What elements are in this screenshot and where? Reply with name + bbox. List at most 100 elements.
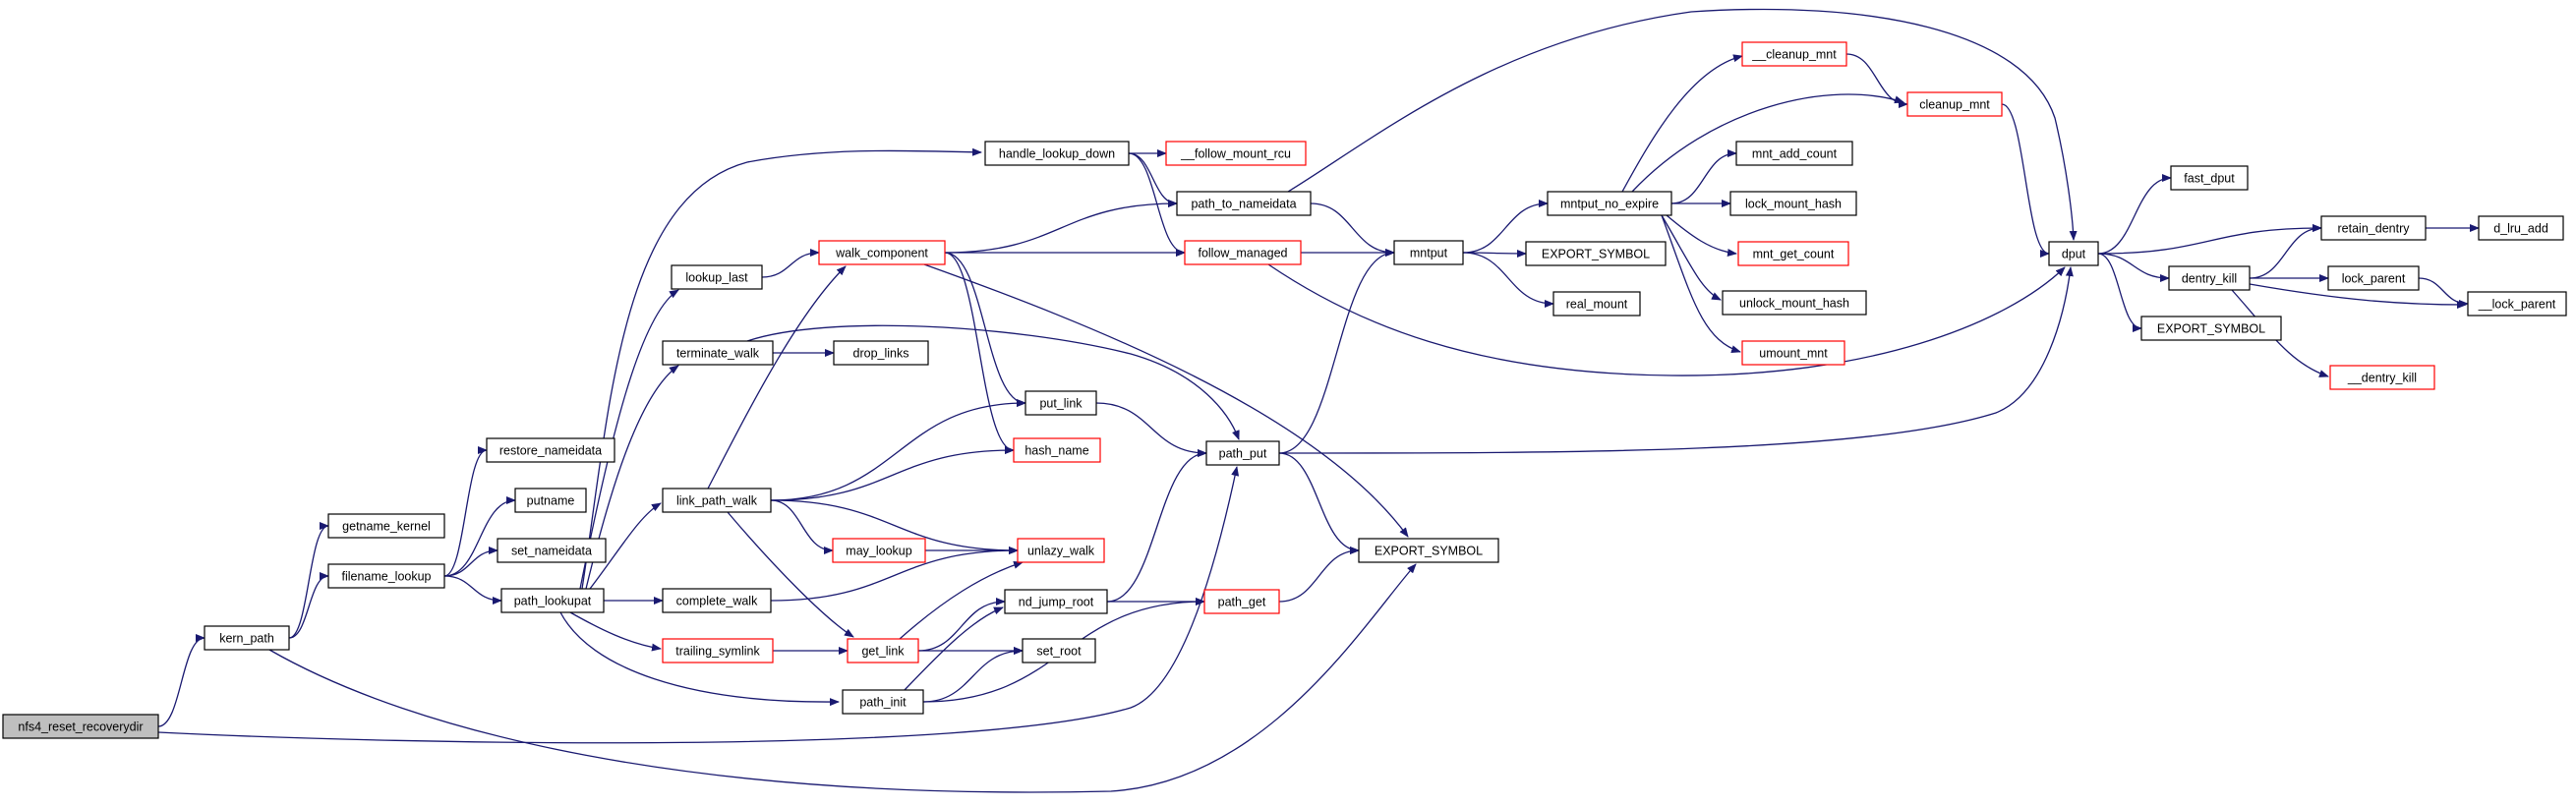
node-lock-parent-u[interactable]: __lock_parent (2467, 291, 2567, 317)
node-restore-nameidata[interactable]: restore_nameidata (486, 437, 615, 463)
node-handle-lookup-down[interactable]: handle_lookup_down (984, 141, 1130, 166)
edge-line (1278, 452, 1360, 554)
node-label: real_mount (1566, 298, 1628, 312)
node-label: EXPORT_SYMBOL (2157, 322, 2265, 336)
node-label: handle_lookup_down (999, 147, 1115, 161)
node-label: mntput (1410, 247, 1448, 260)
node-filename-lookup[interactable]: filename_lookup (327, 563, 445, 589)
edge-path_put-to-mntput (1278, 249, 1395, 454)
node-follow-managed[interactable]: follow_managed (1184, 240, 1302, 265)
node-nfs4-reset-recoverydir[interactable]: nfs4_reset_recoverydir (2, 714, 159, 739)
edge-line (2418, 277, 2469, 308)
node-label: __dentry_kill (2347, 372, 2417, 385)
node-box (327, 563, 445, 589)
node-mntput[interactable]: mntput (1393, 240, 1464, 265)
node-path-put[interactable]: path_put (1205, 440, 1280, 466)
edge-kern_path-to-export_symbol_a (268, 563, 1417, 793)
node-dentry-kill-u[interactable]: __dentry_kill (2329, 365, 2435, 390)
node-d-lru-add[interactable]: d_lru_add (2478, 215, 2564, 241)
node-may-lookup[interactable]: may_lookup (832, 538, 926, 563)
node-label: cleanup_mnt (1919, 98, 1990, 112)
node-retain-dentry[interactable]: retain_dentry (2320, 215, 2427, 241)
node-kern-path[interactable]: kern_path (204, 625, 290, 651)
edge-line (2097, 253, 2170, 282)
edge-path_init-to-set_root (922, 647, 1024, 703)
node-walk-component[interactable]: walk_component (818, 240, 946, 265)
edge-line (707, 265, 847, 490)
node-export-symbol-b[interactable]: EXPORT_SYMBOL (1525, 241, 1667, 266)
node-link-path-walk[interactable]: link_path_walk (662, 488, 772, 513)
node-putname[interactable]: putname (514, 488, 587, 513)
node-lock-mount-hash[interactable]: lock_mount_hash (1729, 191, 1857, 216)
node-box (1165, 141, 1307, 166)
node-box (1741, 41, 1847, 67)
node-set-nameidata[interactable]: set_nameidata (497, 538, 607, 563)
node-label: filename_lookup (341, 570, 431, 584)
edge-path_get-to-export_symbol_a (1278, 547, 1360, 603)
edge-line (579, 289, 679, 590)
node-label: path_init (859, 696, 907, 710)
node-put-link[interactable]: put_link (1025, 390, 1097, 416)
node-label: nfs4_reset_recoverydir (18, 721, 143, 734)
node-mntput-no-expire[interactable]: mntput_no_expire (1547, 191, 1672, 216)
node-dput[interactable]: dput (2048, 241, 2099, 266)
edge-complete_walk-to-unlazy_walk (770, 547, 1019, 602)
node-path-lookupat[interactable]: path_lookupat (500, 588, 605, 613)
node-dentry-kill[interactable]: dentry_kill (2168, 265, 2251, 291)
node-path-init[interactable]: path_init (842, 689, 924, 715)
node-box (662, 340, 774, 366)
node-mnt-add-count[interactable]: mnt_add_count (1735, 141, 1853, 166)
edge-mntput-to-mntput_no_expire (1462, 200, 1549, 254)
edge-kern_path-to-filename_lookup (288, 572, 329, 639)
node-label: hash_name (1025, 444, 1088, 458)
nodes-layer: nfs4_reset_recoverydir kern_path getname_k… (2, 41, 2567, 739)
edge-line (1310, 202, 1395, 257)
node-follow-mount-rcu[interactable]: __follow_mount_rcu (1165, 141, 1307, 166)
node-box (1552, 291, 1641, 317)
node-nd-jump-root[interactable]: nd_jump_root (1004, 589, 1108, 614)
node-path-get[interactable]: path_get (1203, 589, 1280, 614)
edge-line (1278, 266, 2074, 454)
node-unlock-mount-hash[interactable]: unlock_mount_hash (1722, 290, 1867, 316)
node-label: link_path_walk (676, 494, 758, 508)
edge-line (443, 496, 516, 577)
node-box (662, 488, 772, 513)
node-lock-parent[interactable]: lock_parent (2327, 265, 2420, 291)
node-box (2048, 241, 2099, 266)
node-export-symbol-c[interactable]: EXPORT_SYMBOL (2140, 316, 2282, 341)
node-getname-kernel[interactable]: getname_kernel (327, 513, 445, 539)
edge-link_path_walk-to-get_link (727, 511, 854, 638)
node-label: nd_jump_root (1019, 596, 1094, 609)
node-box (984, 141, 1130, 166)
node-label: fast_dput (2184, 172, 2235, 186)
node-hash-name[interactable]: hash_name (1013, 437, 1101, 463)
node-box (2467, 291, 2567, 317)
node-label: lock_parent (2342, 272, 2406, 286)
node-label: EXPORT_SYMBOL (1542, 248, 1650, 261)
node-export-symbol-a[interactable]: EXPORT_SYMBOL (1358, 538, 1499, 563)
node-terminate-walk[interactable]: terminate_walk (662, 340, 774, 366)
edge-mntput_no_expire-to-mnt_add_count (1670, 149, 1737, 204)
node-label: mnt_get_count (1753, 248, 1835, 261)
node-cleanup-mnt[interactable]: cleanup_mnt (1906, 91, 2003, 117)
node-fast-dput[interactable]: fast_dput (2170, 165, 2249, 191)
node-set-root[interactable]: set_root (1022, 638, 1096, 663)
node-lookup-last[interactable]: lookup_last (671, 264, 763, 290)
edge-walk_component-to-put_link (944, 252, 1026, 407)
node-real-mount[interactable]: real_mount (1552, 291, 1641, 317)
node-cleanup-mnt-u[interactable]: __cleanup_mnt (1741, 41, 1847, 67)
edge-line (2249, 283, 2467, 309)
edge-link_path_walk-to-unlazy_walk (770, 499, 1019, 554)
node-complete-walk[interactable]: complete_walk (662, 588, 772, 613)
node-umount-mnt[interactable]: umount_mnt (1741, 340, 1845, 366)
node-get-link[interactable]: get_link (847, 638, 919, 663)
node-mnt-get-count[interactable]: mnt_get_count (1737, 241, 1849, 266)
node-drop-links[interactable]: drop_links (833, 340, 929, 366)
node-path-to-nameidata[interactable]: path_to_nameidata (1176, 191, 1312, 216)
node-box (514, 488, 587, 513)
node-trailing-symlink[interactable]: trailing_symlink (662, 638, 774, 663)
node-box (842, 689, 924, 715)
edge-line (761, 249, 820, 278)
node-unlazy-walk[interactable]: unlazy_walk (1017, 538, 1105, 563)
